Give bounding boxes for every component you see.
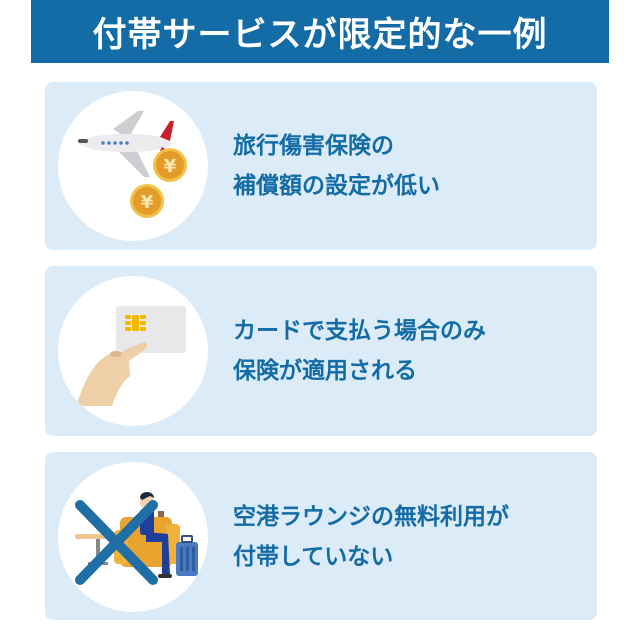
hand-holding-credit-card-icon: [58, 276, 208, 426]
card-line-2: 付帯していない: [233, 544, 394, 570]
page-title-banner: 付帯サービスが限定的な一例: [31, 0, 609, 63]
card-line-1: 旅行傷害保険の: [233, 133, 394, 159]
card-description: 空港ラウンジの無料利用が 付帯していない: [233, 497, 509, 577]
airplane-yen-coins-icon: ¥ ¥: [58, 91, 208, 241]
card-line-1: カードで支払う場合のみ: [233, 318, 486, 344]
card-airport-lounge: 空港ラウンジの無料利用が 付帯していない: [45, 452, 597, 620]
card-line-1: 空港ラウンジの無料利用が: [233, 504, 509, 530]
card-line-2: 保険が適用される: [233, 358, 417, 384]
card-description: 旅行傷害保険の 補償額の設定が低い: [233, 126, 440, 206]
airport-lounge-crossed-out-icon: [58, 462, 208, 612]
svg-text:¥: ¥: [141, 192, 154, 213]
card-travel-insurance: ¥ ¥ 旅行傷害保険の 補償額の設定が低い: [45, 82, 597, 250]
card-description: カードで支払う場合のみ 保険が適用される: [233, 311, 486, 391]
card-line-2: 補償額の設定が低い: [233, 173, 440, 199]
page-title: 付帯サービスが限定的な一例: [92, 15, 548, 55]
svg-text:¥: ¥: [164, 156, 177, 177]
card-card-payment-insurance: カードで支払う場合のみ 保険が適用される: [45, 266, 597, 436]
